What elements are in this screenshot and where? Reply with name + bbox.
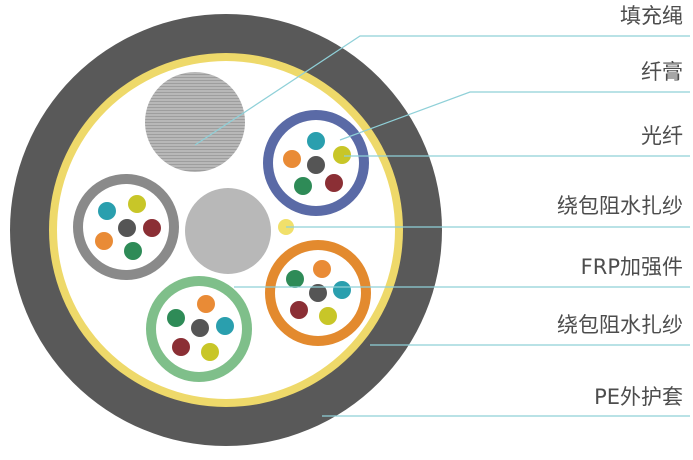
fiber <box>167 309 185 327</box>
fiber <box>309 284 327 302</box>
fiber <box>197 295 215 313</box>
fiber <box>283 150 301 168</box>
fiber <box>307 132 325 150</box>
fiber <box>95 232 113 250</box>
label-pe-sheath: PE外护套 <box>594 385 683 409</box>
fiber <box>98 202 116 220</box>
fiber <box>191 319 209 337</box>
fiber <box>294 177 312 195</box>
label-optical-fiber: 光纤 <box>641 124 683 148</box>
filler-rope <box>145 72 245 172</box>
fiber <box>325 174 343 192</box>
leader-line-gel <box>339 91 690 141</box>
fiber <box>143 219 161 237</box>
label-gel: 纤膏 <box>641 60 683 84</box>
fiber-tube-green <box>146 276 252 382</box>
fiber <box>333 281 351 299</box>
fiber <box>290 301 308 319</box>
fiber <box>286 270 304 288</box>
fiber <box>319 307 337 325</box>
fiber <box>201 343 219 361</box>
fiber <box>333 146 351 164</box>
fiber <box>128 195 146 213</box>
fiber-tube-blue <box>263 110 369 216</box>
frp-strength-member <box>185 188 271 274</box>
label-frp-strength-member: FRP加强件 <box>580 255 683 279</box>
fiber <box>307 156 325 174</box>
leader-lines <box>194 35 690 417</box>
fiber-tube-gray <box>73 174 179 280</box>
fiber <box>118 219 136 237</box>
fiber-tube-orange <box>265 240 371 346</box>
label-water-blocking-yarn-outer: 绕包阻水扎纱 <box>557 313 683 337</box>
fiber <box>216 317 234 335</box>
label-water-blocking-yarn-inner: 绕包阻水扎纱 <box>557 194 683 218</box>
fiber <box>313 260 331 278</box>
leader-line-filler <box>194 35 690 146</box>
label-filler-rope: 填充绳 <box>620 4 683 28</box>
fiber <box>124 242 142 260</box>
fiber <box>172 338 190 356</box>
